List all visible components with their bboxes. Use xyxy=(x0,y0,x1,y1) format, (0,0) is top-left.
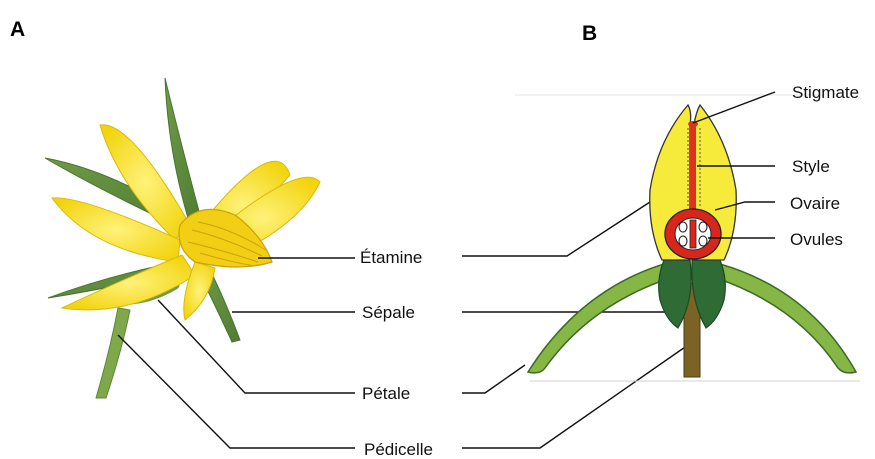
style-shape xyxy=(690,125,696,211)
panel-letter-a: A xyxy=(10,18,25,41)
label-style: Style xyxy=(792,157,830,176)
leaf-left-shape xyxy=(528,264,670,373)
pedicel-shape xyxy=(96,308,130,398)
leaf-right-shape xyxy=(716,264,856,373)
label-ovaire: Ovaire xyxy=(790,194,840,213)
label-pedicelle: Pédicelle xyxy=(364,440,433,459)
panel-letter-b: B xyxy=(582,22,597,45)
label-sepale: Sépale xyxy=(362,303,415,322)
label-ovules: Ovules xyxy=(790,230,843,249)
petal-shape xyxy=(62,255,195,310)
flower-illustration xyxy=(45,78,320,398)
label-petale: Pétale xyxy=(362,384,410,403)
label-etamine: Étamine xyxy=(360,248,422,267)
label-stigmate: Stigmate xyxy=(792,83,859,102)
